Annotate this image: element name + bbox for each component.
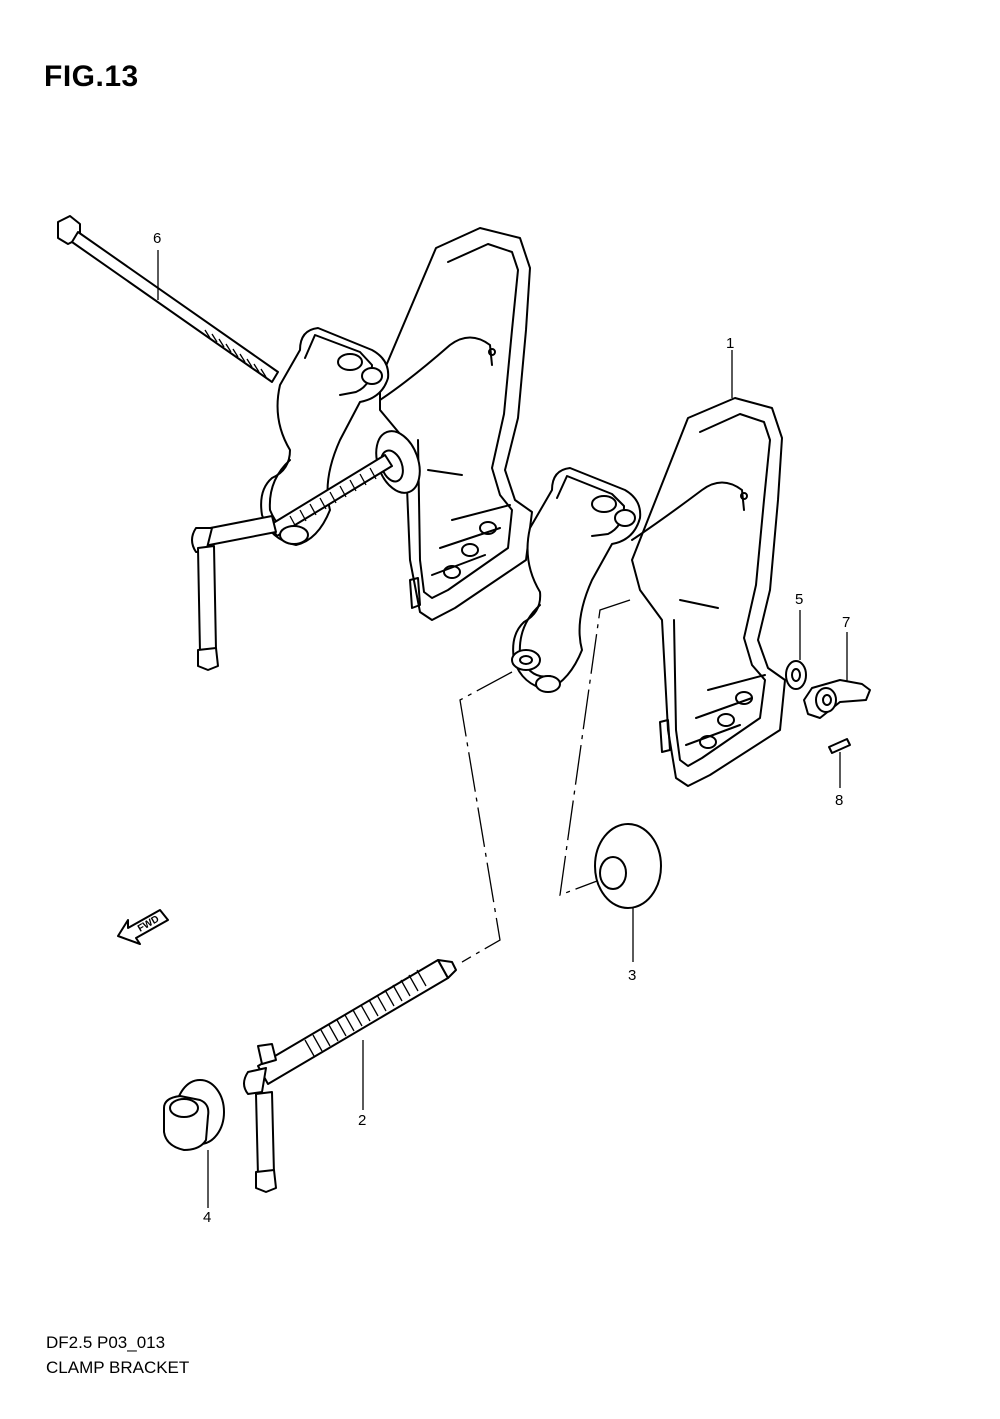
callout-2: 2 (358, 1112, 366, 1129)
figure-name: CLAMP BRACKET (46, 1358, 190, 1377)
assembly-line-screw (459, 671, 513, 963)
pad-part-3 (594, 823, 662, 909)
cap-part-4 (163, 1079, 225, 1151)
bolt-part-6 (57, 215, 279, 383)
callout-7: 7 (842, 614, 850, 631)
washer-part-5 (785, 660, 807, 690)
pin-part-8 (828, 738, 851, 754)
clamp-screw-part-2 (243, 959, 457, 1193)
callout-4: 4 (203, 1209, 211, 1226)
callout-6: 6 (153, 230, 161, 247)
fwd-arrow-icon: FWD (117, 909, 169, 945)
clamp-bracket-part-1 (511, 397, 786, 787)
wing-nut-part-7 (803, 679, 871, 719)
clamp-bracket-upper (191, 227, 533, 671)
figure-title: FIG.13 (44, 60, 139, 93)
callout-8: 8 (835, 792, 843, 809)
callout-1: 1 (726, 335, 734, 352)
assembly-line-pad (559, 599, 631, 896)
callout-5: 5 (795, 591, 803, 608)
callout-3: 3 (628, 967, 636, 984)
figure-code: DF2.5 P03_013 (46, 1333, 166, 1352)
